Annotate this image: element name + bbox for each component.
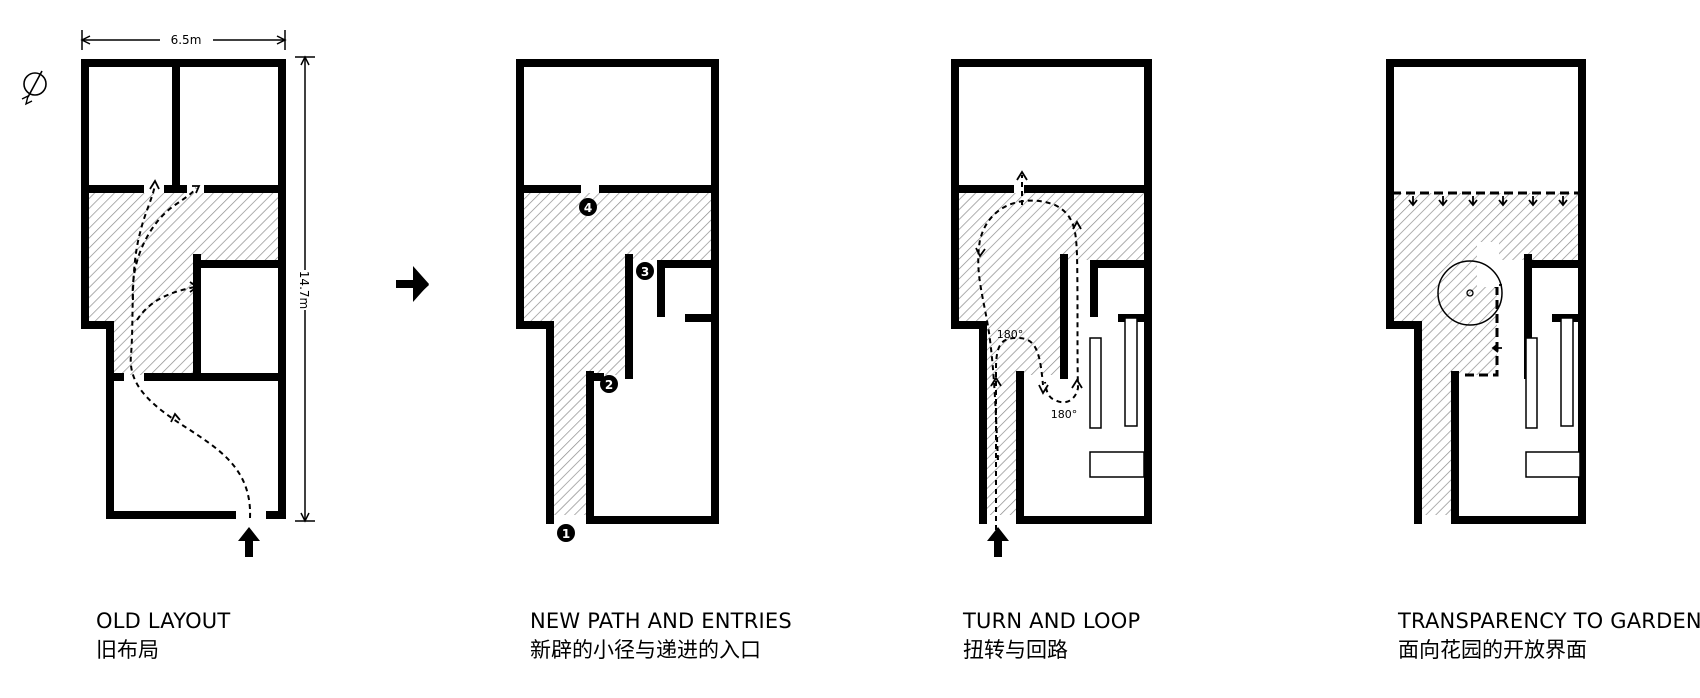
- svg-text:3: 3: [641, 265, 649, 279]
- svg-text:4: 4: [584, 201, 592, 215]
- north-arrow-icon: [21, 70, 47, 106]
- circulation-path: [129, 184, 252, 519]
- hatched-corridor: [1390, 193, 1582, 515]
- caption-title-en: OLD LAYOUT: [96, 609, 231, 633]
- caption-transparency: TRANSPARENCY TO GARDEN 面向花园的开放界面: [1398, 607, 1700, 665]
- caption-title-zh: 新辟的小径与递进的入口: [530, 638, 761, 662]
- caption-title-zh: 旧布局: [96, 638, 159, 662]
- shelves: [1089, 317, 1145, 478]
- up-arrow-icon: [238, 527, 260, 557]
- width-label: 6.5m: [171, 33, 202, 47]
- caption-old-layout: OLD LAYOUT 旧布局: [96, 607, 230, 665]
- hatched-corridor: [85, 193, 282, 375]
- hatched-corridor: [520, 193, 714, 515]
- shelves: [1525, 317, 1581, 478]
- length-label: 14.7m: [297, 271, 311, 309]
- caption-title-en: NEW PATH AND ENTRIES: [530, 609, 792, 633]
- path-arrowheads: [149, 179, 201, 423]
- hatched-corridor: [955, 193, 1148, 515]
- caption-title-zh: 扭转与回路: [963, 638, 1068, 662]
- glass-facade: [1392, 191, 1580, 377]
- path-arrowheads: [975, 170, 1083, 395]
- entry-marker-1: 1: [557, 524, 575, 542]
- panel-new-path: 4 3 2 1: [516, 59, 719, 542]
- length-dimension: [295, 55, 315, 523]
- walls: [516, 59, 719, 524]
- panel-old-layout: 6.5m 14.7m: [21, 30, 315, 557]
- entry-marker-4: 4: [579, 198, 597, 216]
- right-arrow-icon: [396, 266, 429, 302]
- panel-turn-loop: 180° 180°: [951, 59, 1152, 557]
- circulation-path: [977, 175, 1080, 530]
- entry-marker-3: 3: [636, 262, 654, 280]
- width-dimension: [80, 30, 287, 50]
- caption-turn-loop: TURN AND LOOP 扭转与回路: [963, 607, 1140, 665]
- svg-text:2: 2: [605, 378, 613, 392]
- up-arrow-icon: [987, 527, 1009, 557]
- entry-marker-2: 2: [600, 375, 618, 393]
- caption-title-en: TURN AND LOOP: [963, 609, 1141, 633]
- panel-transparency: [1386, 59, 1586, 524]
- tree-icon: [1437, 242, 1503, 326]
- caption-title-zh: 面向花园的开放界面: [1398, 638, 1587, 662]
- caption-new-path: NEW PATH AND ENTRIES 新辟的小径与递进的入口: [530, 607, 792, 665]
- caption-title-en: TRANSPARENCY TO GARDEN: [1398, 609, 1700, 633]
- svg-text:1: 1: [562, 527, 570, 541]
- turn-label-2: 180°: [1051, 408, 1078, 421]
- turn-label-1: 180°: [997, 328, 1024, 341]
- walls: [81, 59, 286, 519]
